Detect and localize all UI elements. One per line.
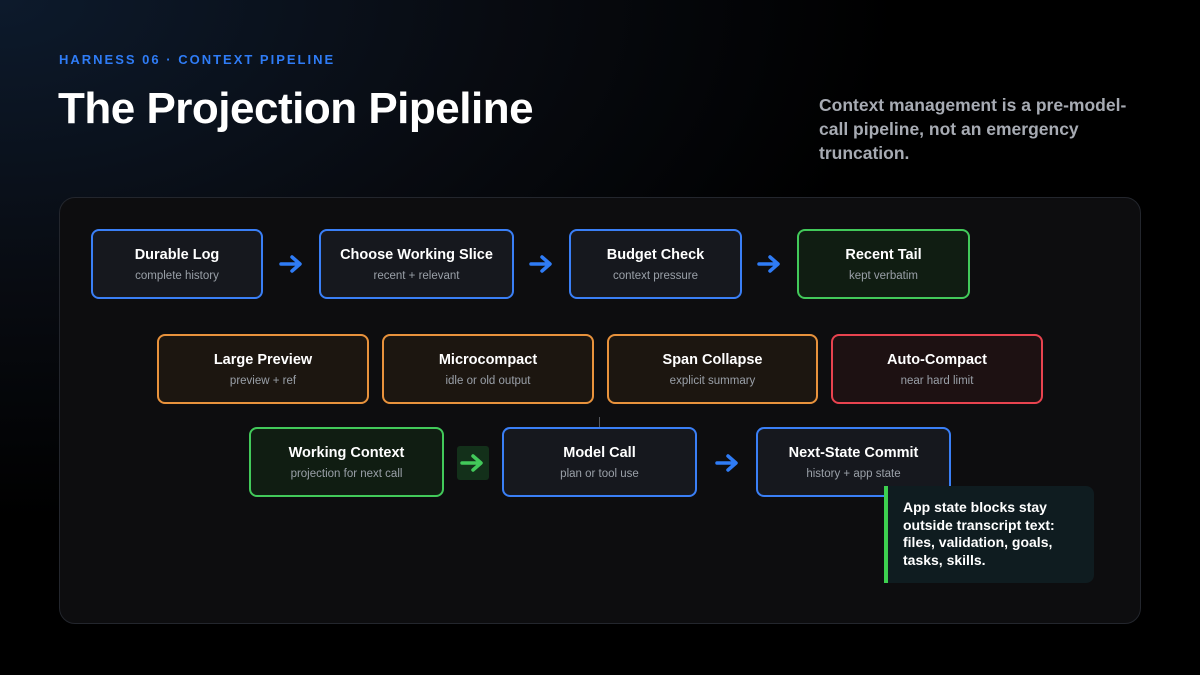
node-subtitle: idle or old output xyxy=(445,374,531,387)
node-subtitle: preview + ref xyxy=(229,374,297,387)
node-subtitle: context pressure xyxy=(612,269,698,282)
node-auto-compact: Auto-Compact near hard limit xyxy=(831,334,1043,404)
node-span-collapse: Span Collapse explicit summary xyxy=(607,334,818,404)
arrow-right-icon xyxy=(756,254,784,274)
node-subtitle: projection for next call xyxy=(290,467,403,480)
node-subtitle: kept verbatim xyxy=(848,269,919,282)
node-title: Next-State Commit xyxy=(788,444,919,461)
page-subtitle: Context management is a pre-model-call p… xyxy=(819,95,1127,163)
app-state-note: App state blocks stay outside transcript… xyxy=(884,486,1094,583)
arrow-right-icon xyxy=(528,254,556,274)
node-recent-tail: Recent Tail kept verbatim xyxy=(797,229,970,299)
node-title: Recent Tail xyxy=(845,246,922,263)
node-working-context: Working Context projection for next call xyxy=(249,427,444,497)
node-title: Durable Log xyxy=(134,246,220,263)
arrow-right-icon xyxy=(714,453,742,473)
node-choose-working-slice: Choose Working Slice recent + relevant xyxy=(319,229,514,299)
connector-line xyxy=(599,417,600,429)
node-subtitle: history + app state xyxy=(806,467,901,480)
node-title: Choose Working Slice xyxy=(340,246,493,263)
node-title: Working Context xyxy=(288,444,405,461)
node-model-call: Model Call plan or tool use xyxy=(502,427,697,497)
node-subtitle: near hard limit xyxy=(900,374,974,387)
eyebrow-label: HARNESS 06 · CONTEXT PIPELINE xyxy=(59,52,336,67)
note-text: App state blocks stay outside transcript… xyxy=(903,499,1055,568)
arrow-right-icon xyxy=(278,254,306,274)
node-budget-check: Budget Check context pressure xyxy=(569,229,742,299)
node-large-preview: Large Preview preview + ref xyxy=(157,334,369,404)
arrow-right-icon xyxy=(459,453,487,473)
node-title: Large Preview xyxy=(213,351,313,368)
page-title: The Projection Pipeline xyxy=(58,84,534,133)
node-subtitle: recent + relevant xyxy=(373,269,460,282)
node-title: Span Collapse xyxy=(662,351,763,368)
node-title: Auto-Compact xyxy=(887,351,987,368)
node-subtitle: complete history xyxy=(135,269,219,282)
node-durable-log: Durable Log complete history xyxy=(91,229,263,299)
node-subtitle: plan or tool use xyxy=(560,467,639,480)
node-microcompact: Microcompact idle or old output xyxy=(382,334,594,404)
node-title: Microcompact xyxy=(438,351,538,368)
node-next-state-commit: Next-State Commit history + app state xyxy=(756,427,951,497)
node-title: Model Call xyxy=(563,444,636,461)
node-title: Budget Check xyxy=(606,246,705,263)
node-subtitle: explicit summary xyxy=(669,374,756,387)
